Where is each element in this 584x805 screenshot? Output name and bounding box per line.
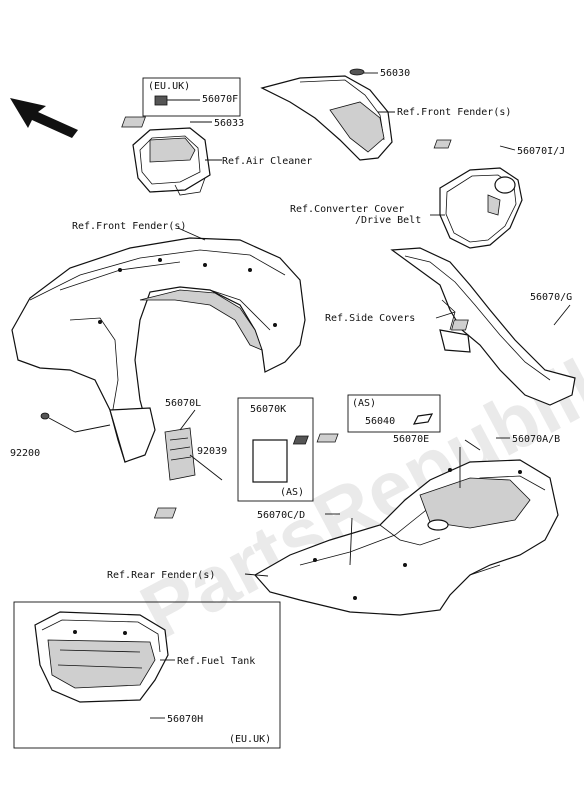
eu-uk-box-fuel-tank [13, 601, 281, 749]
ref-fuel-tank-label: Ref.Fuel Tank [177, 656, 255, 667]
ref-converter-cover-label: Ref.Converter Cover [290, 204, 404, 215]
part-number-56070l: 56070L [165, 398, 201, 409]
part-number-56070k: 56070K [250, 404, 286, 415]
converter-cover-part [433, 139, 523, 249]
part-number-56033: 56033 [214, 118, 244, 129]
ref-front-fender-left-label: Ref.Front Fender(s) [72, 221, 186, 232]
part-number-92200: 92200 [10, 448, 40, 459]
rear-fender-bolts [313, 468, 522, 600]
label-56070e-icon [292, 435, 309, 445]
rear-fender-part [254, 459, 559, 616]
as-note-56040: (AS) [352, 398, 376, 409]
part-number-56070ab: 56070A/B [512, 434, 560, 445]
drive-belt-label: /Drive Belt [355, 215, 421, 226]
warning-label-56070l [164, 427, 223, 481]
as-note-56070k: (AS) [280, 487, 304, 498]
eu-uk-note-top: (EU.UK) [148, 81, 190, 92]
label-56070f-icon [154, 95, 168, 106]
front-fender-top-part [260, 68, 393, 161]
label-56040-icon [412, 413, 434, 425]
label-56030-icon [349, 68, 365, 76]
fuel-tank-part [34, 611, 169, 703]
eu-uk-note-bottom: (EU.UK) [229, 734, 271, 745]
part-number-92039: 92039 [197, 446, 227, 457]
part-number-56070e: 56070E [393, 434, 429, 445]
direction-arrow-icon [10, 98, 78, 138]
air-cleaner-part [121, 77, 241, 196]
part-number-56070ij: 56070I/J [517, 146, 565, 157]
ref-air-cleaner-label: Ref.Air Cleaner [222, 156, 312, 167]
part-number-56070cd: 56070C/D [257, 510, 305, 521]
part-number-56040: 56040 [365, 416, 395, 427]
label-56070cd-icon [153, 507, 177, 519]
as-box-56040 [347, 394, 441, 433]
label-56070ij-icon [433, 139, 452, 149]
side-covers-part [390, 247, 576, 406]
as-box-56070k [237, 397, 314, 502]
part-number-56070h: 56070H [167, 714, 203, 725]
ref-rear-fender-label: Ref.Rear Fender(s) [107, 570, 215, 581]
ref-side-covers-label: Ref.Side Covers [325, 313, 415, 324]
label-56070g-icon [451, 319, 469, 331]
clip-92200-icon [40, 412, 50, 420]
label-56070k-icon [252, 439, 288, 483]
part-number-56070f: 56070F [202, 94, 238, 105]
ref-front-fender-top-label: Ref.Front Fender(s) [397, 107, 511, 118]
label-56070ab-icon [316, 433, 339, 443]
leader-lines [48, 72, 571, 719]
eu-uk-box [142, 77, 241, 117]
front-fender-main-part [11, 237, 306, 463]
fender-bolts [98, 258, 277, 327]
part-number-56070g: 56070/G [530, 292, 572, 303]
label-56033-icon [121, 116, 146, 128]
part-number-56030: 56030 [380, 68, 410, 79]
